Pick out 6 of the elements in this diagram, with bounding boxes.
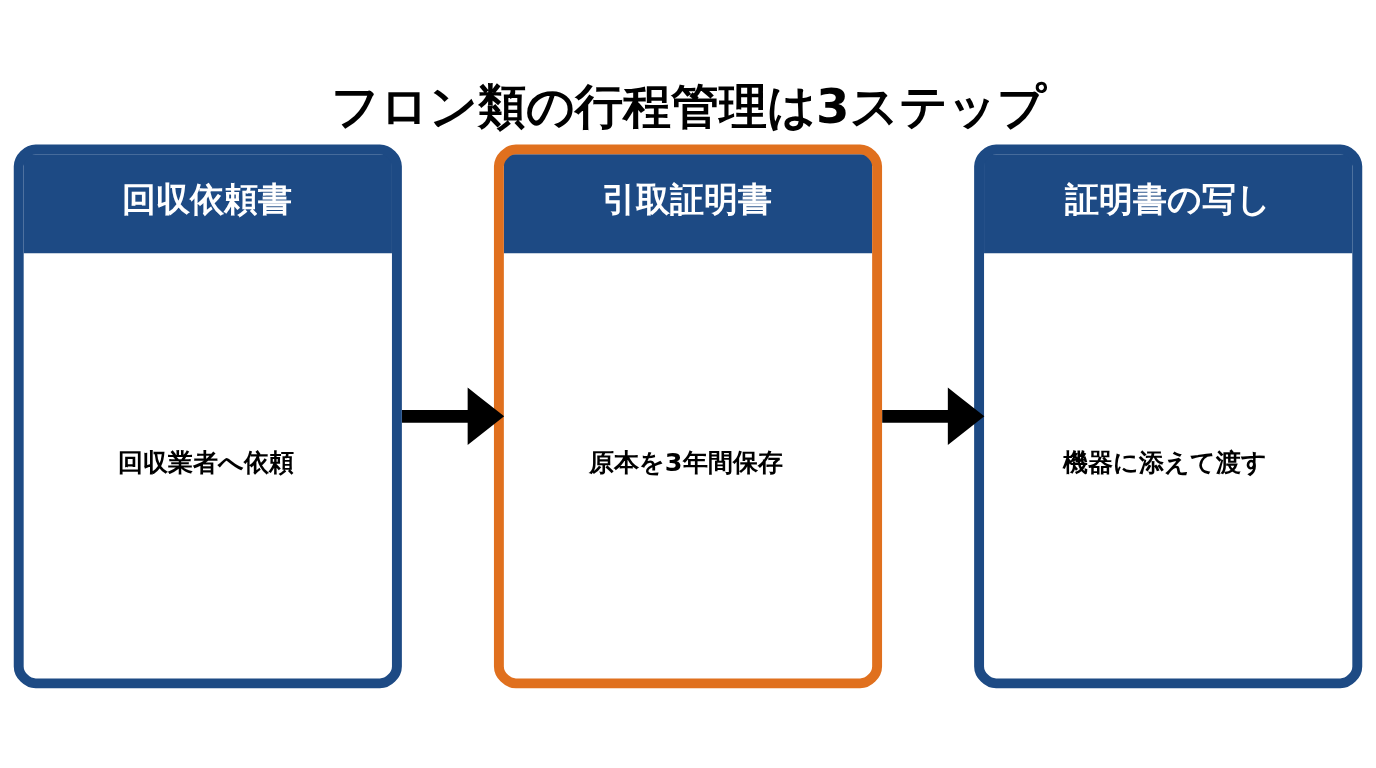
arrow <box>402 387 505 445</box>
node-box: 引取証明書 原本を3年間保存 <box>493 143 883 688</box>
node-box: 回収依頼書 回収業者へ依頼 <box>13 143 402 688</box>
diagram-title: フロン類の行程管理は3ステップ <box>331 77 1046 134</box>
arrow <box>882 387 985 445</box>
node-box: 証明書の写し 機器に添えて渡す <box>974 143 1363 688</box>
